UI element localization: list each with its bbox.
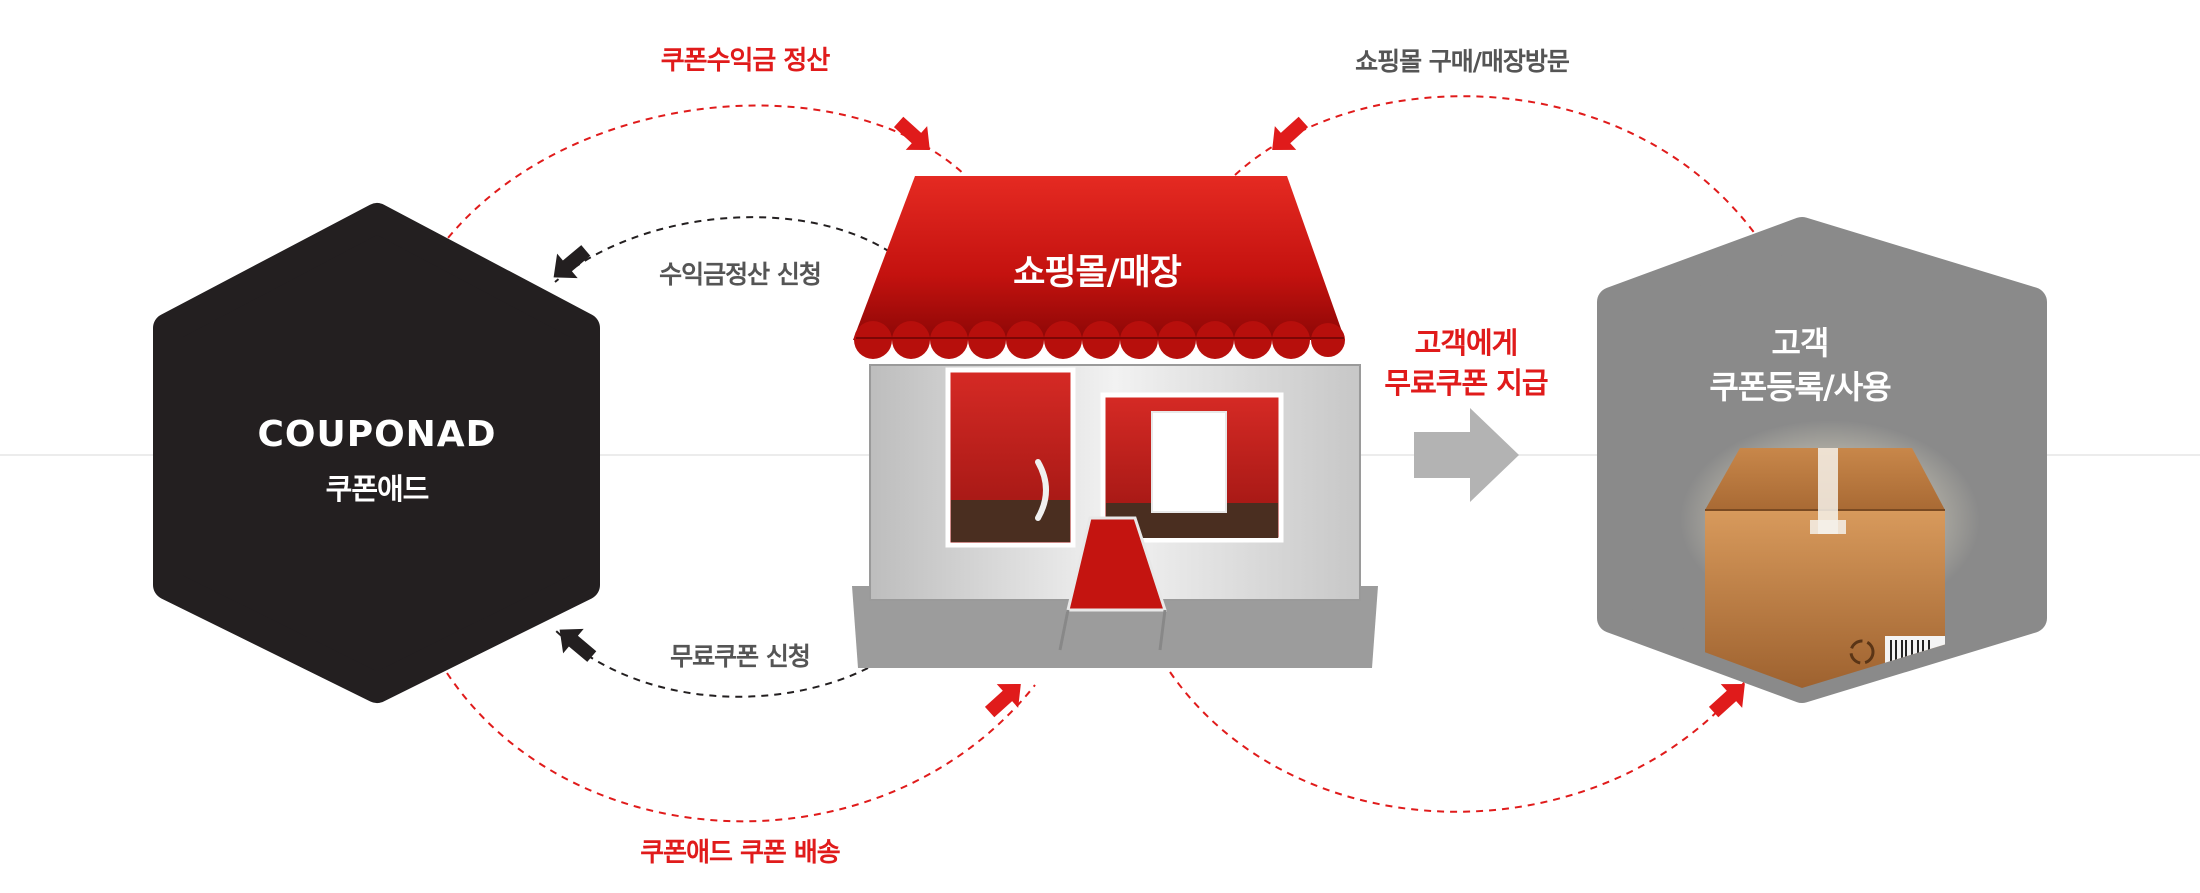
settlement-arc bbox=[439, 104, 966, 249]
coupon-delivery-label: 쿠폰애드 쿠폰 배송 bbox=[640, 838, 840, 868]
right-arrow-icon bbox=[1414, 408, 1519, 502]
arrow-icon-purchase-visit bbox=[1272, 116, 1309, 151]
settlement-request-label: 수익금정산 신청 bbox=[659, 260, 822, 289]
customer-return-arc bbox=[1169, 661, 1761, 813]
customer-action-label: 쿠폰등록/사용 bbox=[1709, 368, 1891, 406]
storefront-icon bbox=[852, 176, 1378, 668]
settlement-label: 쿠폰수익금 정산 bbox=[660, 46, 830, 76]
store-name-label: 쇼핑몰/매장 bbox=[1013, 253, 1182, 293]
arrow-icon-customer-return bbox=[1708, 683, 1745, 718]
free-coupon-request-arc bbox=[554, 629, 869, 698]
arrow-icon-coupon-delivery bbox=[984, 683, 1021, 718]
coupon-delivery-arc bbox=[439, 661, 1036, 823]
give-customer-label-line1: 고객에게 bbox=[1414, 326, 1519, 360]
couponad-hexagon bbox=[153, 203, 600, 703]
settlement-request-arc bbox=[554, 216, 891, 283]
customer-title-label: 고객 bbox=[1771, 324, 1830, 362]
free-coupon-request-label: 무료쿠폰 신청 bbox=[670, 642, 811, 671]
arrow-icon-free-coupon-request bbox=[559, 628, 597, 662]
purchase-visit-label: 쇼핑몰 구매/매장방문 bbox=[1355, 47, 1570, 76]
couponad-name-label: 쿠폰애드 bbox=[325, 472, 430, 506]
arrow-icon-settlement-request bbox=[553, 245, 591, 279]
arrow-icon-settlement bbox=[893, 116, 930, 151]
couponad-brand-label: COUPONAD bbox=[257, 414, 497, 455]
purchase-visit-arc bbox=[1234, 95, 1766, 249]
give-customer-label-line2: 무료쿠폰 지급 bbox=[1384, 366, 1548, 400]
recycle-icon bbox=[1849, 639, 1875, 665]
